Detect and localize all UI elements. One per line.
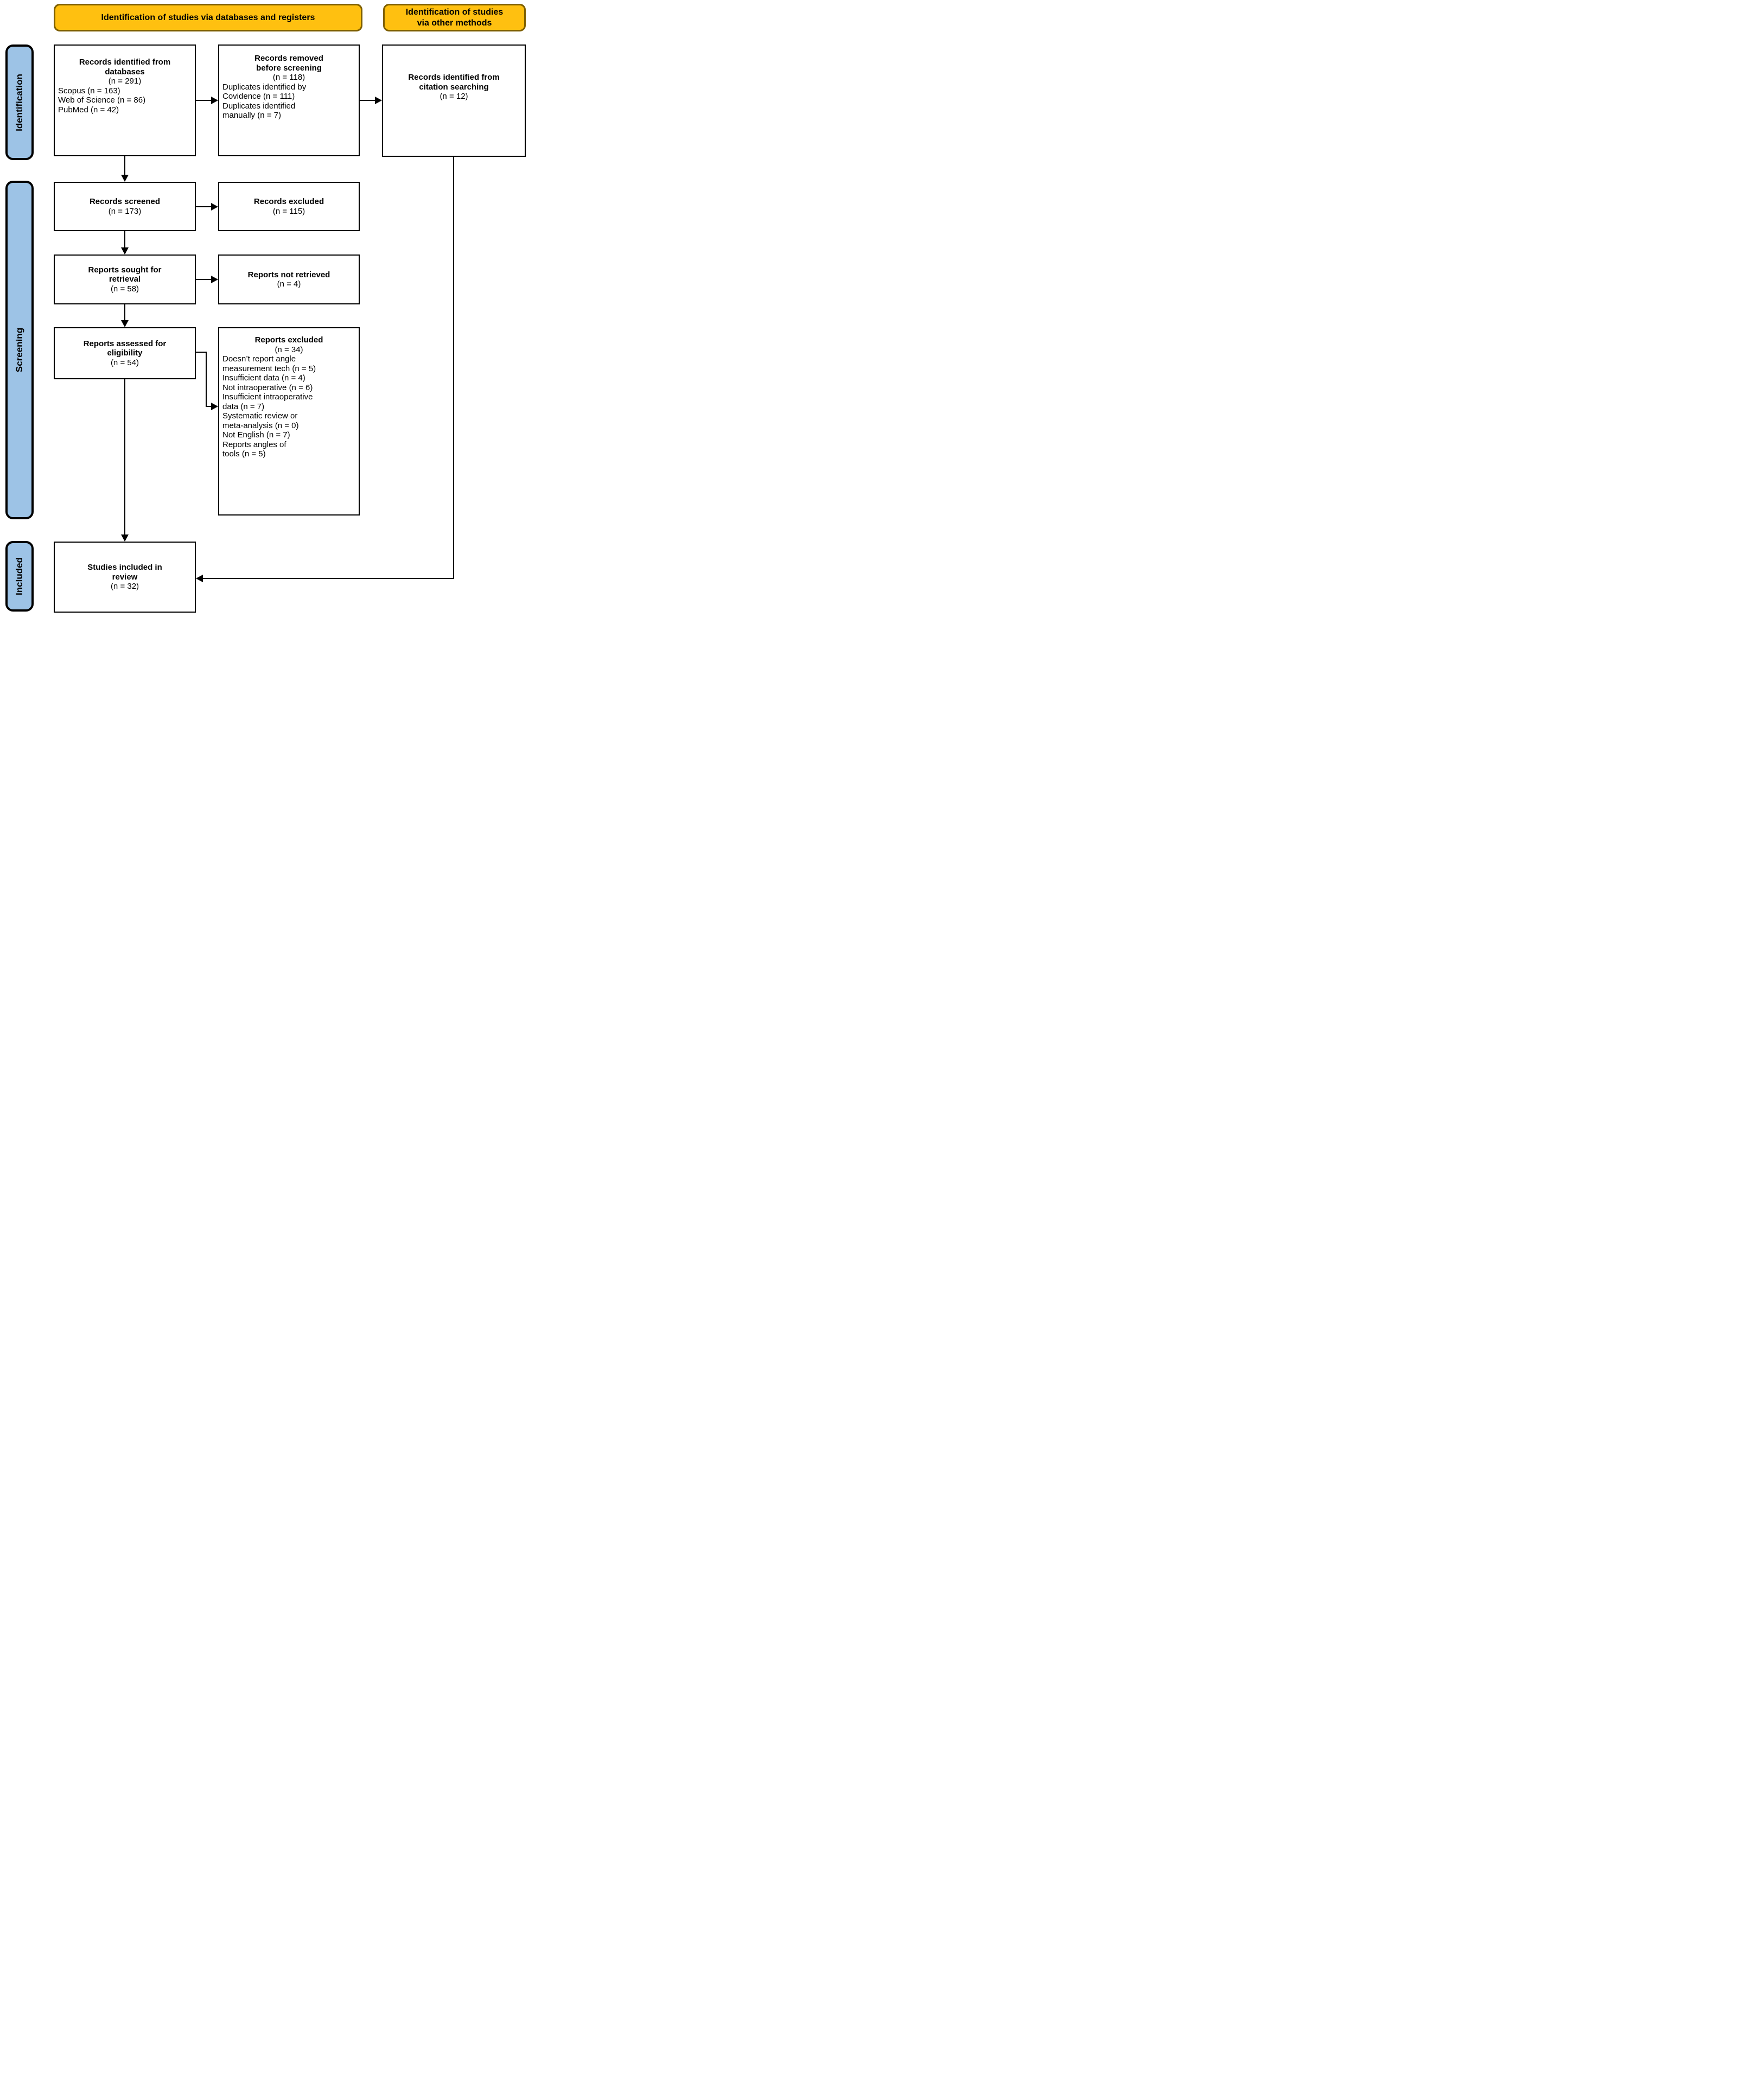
reports-excluded-reason-line9: Not English (n = 7) [222,430,290,440]
studies-included-count: (n = 32) [110,582,139,591]
records-removed-count: (n = 118) [272,73,305,82]
line-identified-to-screened [124,156,125,175]
line-removed-to-citation [360,100,375,101]
header-databases-registers-label: Identification of studies via databases … [101,12,315,22]
box-reports-not-retrieved: Reports not retrieved (n = 4) [218,254,360,304]
sidebar-included-label: Included [14,557,24,595]
records-identified-detail-wos: Web of Science (n = 86) [58,96,146,105]
line-assessed-elbow-bottom [206,406,211,407]
reports-excluded-reason-line11: tools (n = 5) [222,449,266,459]
sidebar-identification: Identification [5,44,34,160]
header-other-methods: Identification of studies via other meth… [383,4,526,31]
sidebar-screening-label: Screening [14,327,25,373]
reports-sought-title-line2: retrieval [109,275,141,284]
line-assessed-elbow-top [196,352,207,353]
arrowhead-screened-to-sought [121,247,129,254]
line-identified-to-removed [196,100,211,101]
reports-excluded-reason-line1: Doesn’t report angle [222,354,296,364]
records-removed-title-line1: Records removed [254,54,323,63]
reports-sought-title-line1: Reports sought for [88,265,162,275]
box-records-identified: Records identified from databases (n = 2… [54,44,196,156]
reports-not-retrieved-count: (n = 4) [277,279,301,289]
reports-not-retrieved-title: Reports not retrieved [247,270,330,279]
citation-searching-title-line1: Records identified from [408,73,500,82]
box-citation-searching: Records identified from citation searchi… [382,44,526,157]
arrowhead-assessed-to-reports-excluded [211,403,218,410]
header-other-methods-line1: Identification of studies [405,7,504,17]
records-identified-detail-pubmed: PubMed (n = 42) [58,105,119,114]
records-excluded-title: Records excluded [253,197,324,206]
line-assessed-elbow-vertical [206,352,207,407]
line-citation-horizontal [203,578,454,579]
arrowhead-removed-to-citation [375,97,382,104]
sidebar-screening: Screening [5,181,34,519]
reports-excluded-reason-line10: Reports angles of [222,440,286,449]
box-studies-included: Studies included in review (n = 32) [54,542,196,613]
citation-searching-title-line2: citation searching [419,82,489,92]
records-screened-title: Records screened [89,197,161,206]
box-reports-assessed: Reports assessed for eligibility (n = 54… [54,327,196,379]
records-identified-detail-scopus: Scopus (n = 163) [58,86,120,96]
reports-assessed-title-line2: eligibility [107,348,143,358]
line-assessed-to-studies [124,379,125,534]
line-sought-to-not-retrieved [196,279,211,280]
prisma-flow-diagram: Identification of studies via databases … [0,0,529,624]
arrowhead-identified-to-screened [121,175,129,182]
records-removed-title-line2: before screening [256,63,322,73]
reports-excluded-reason-line8: meta-analysis (n = 0) [222,421,299,430]
studies-included-title-line2: review [112,572,138,582]
arrowhead-screened-to-excluded [211,203,218,211]
records-removed-detail-line3: Duplicates identified [222,101,296,111]
reports-assessed-title-line1: Reports assessed for [83,339,167,348]
studies-included-title-line1: Studies included in [87,563,162,572]
records-removed-detail-line2: Covidence (n = 111) [222,92,295,101]
reports-excluded-reason-line3: Insufficient data (n = 4) [222,373,305,383]
box-records-excluded: Records excluded (n = 115) [218,182,360,231]
reports-excluded-reason-line6: data (n = 7) [222,402,265,411]
line-screened-to-sought [124,231,125,247]
records-removed-detail-line4: manually (n = 7) [222,111,281,120]
line-sought-to-assessed [124,304,125,320]
reports-excluded-reason-line2: measurement tech (n = 5) [222,364,316,373]
reports-assessed-count: (n = 54) [110,358,139,367]
line-screened-to-excluded [196,206,211,207]
box-records-screened: Records screened (n = 173) [54,182,196,231]
reports-excluded-reason-line7: Systematic review or [222,411,298,421]
sidebar-included: Included [5,541,34,612]
reports-excluded-count: (n = 34) [275,345,303,354]
citation-searching-count: (n = 12) [440,92,468,101]
records-identified-title-line2: databases [105,67,145,77]
arrowhead-citation-to-studies [196,575,203,582]
arrowhead-sought-to-not-retrieved [211,276,218,283]
records-identified-count: (n = 291) [108,77,142,86]
arrowhead-identified-to-removed [211,97,218,104]
reports-excluded-reason-line5: Insufficient intraoperative [222,392,313,402]
reports-excluded-title: Reports excluded [254,335,323,345]
arrowhead-assessed-to-studies [121,534,129,542]
sidebar-identification-label: Identification [14,73,24,131]
line-citation-vertical [453,157,454,578]
box-records-removed: Records removed before screening (n = 11… [218,44,360,156]
box-reports-sought: Reports sought for retrieval (n = 58) [54,254,196,304]
header-databases-registers: Identification of studies via databases … [54,4,362,31]
arrowhead-sought-to-assessed [121,320,129,327]
header-other-methods-line2: via other methods [417,18,492,28]
reports-excluded-reason-line4: Not intraoperative (n = 6) [222,383,313,392]
records-removed-detail-line1: Duplicates identified by [222,82,307,92]
records-identified-title-line1: Records identified from [79,58,171,67]
reports-sought-count: (n = 58) [110,284,139,294]
records-screened-count: (n = 173) [108,206,142,216]
box-reports-excluded: Reports excluded (n = 34) Doesn’t report… [218,327,360,516]
records-excluded-count: (n = 115) [272,206,305,216]
